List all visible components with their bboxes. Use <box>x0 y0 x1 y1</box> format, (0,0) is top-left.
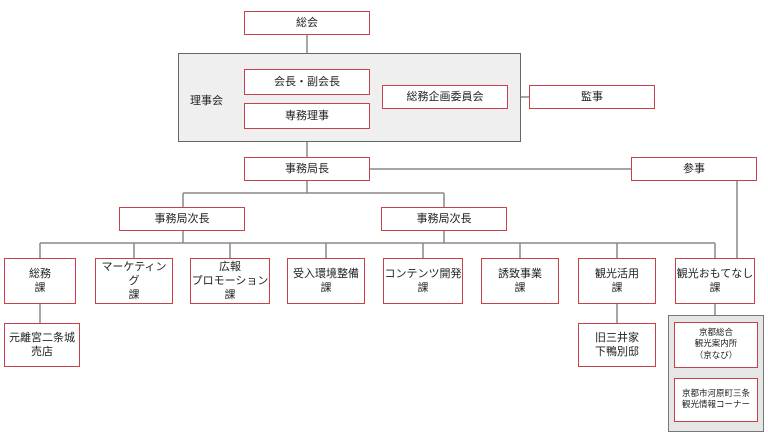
section-invitation-projects: 誘致事業 課 <box>481 258 559 304</box>
info-corner-box: 京都市河原町三条 観光情報コーナー <box>674 378 758 422</box>
section-general-affairs: 総務 課 <box>4 258 76 304</box>
auditor-box: 監事 <box>529 85 655 109</box>
planning-committee-box: 総務企画委員会 <box>382 85 508 109</box>
deputy-director-box: 事務局次長 <box>381 207 507 231</box>
info-center-box: 京都総合 観光案内所 （京なび） <box>674 322 758 368</box>
section-reception-environment: 受入環境整備 課 <box>287 258 365 304</box>
section-pr-promotion: 広報 プロモーション 課 <box>190 258 270 304</box>
secretary-general-box: 事務局長 <box>244 157 370 181</box>
executive-director-box: 専務理事 <box>244 103 370 129</box>
nijo-castle-shop-box: 元離宮二条城 売店 <box>4 323 80 367</box>
section-tourism-utilization: 観光活用 課 <box>578 258 656 304</box>
section-content-development: コンテンツ開発 課 <box>383 258 463 304</box>
counselor-box: 参事 <box>631 157 757 181</box>
president-box: 会長・副会長 <box>244 69 370 95</box>
board-label: 理事会 <box>190 94 223 107</box>
mitsui-residence-box: 旧三井家 下鴨別邸 <box>578 323 656 367</box>
general-assembly-box: 総会 <box>244 11 370 35</box>
section-hospitality: 観光おもてなし 課 <box>675 258 755 304</box>
deputy-director-box: 事務局次長 <box>119 207 245 231</box>
section-marketing: マーケティング 課 <box>95 258 173 304</box>
